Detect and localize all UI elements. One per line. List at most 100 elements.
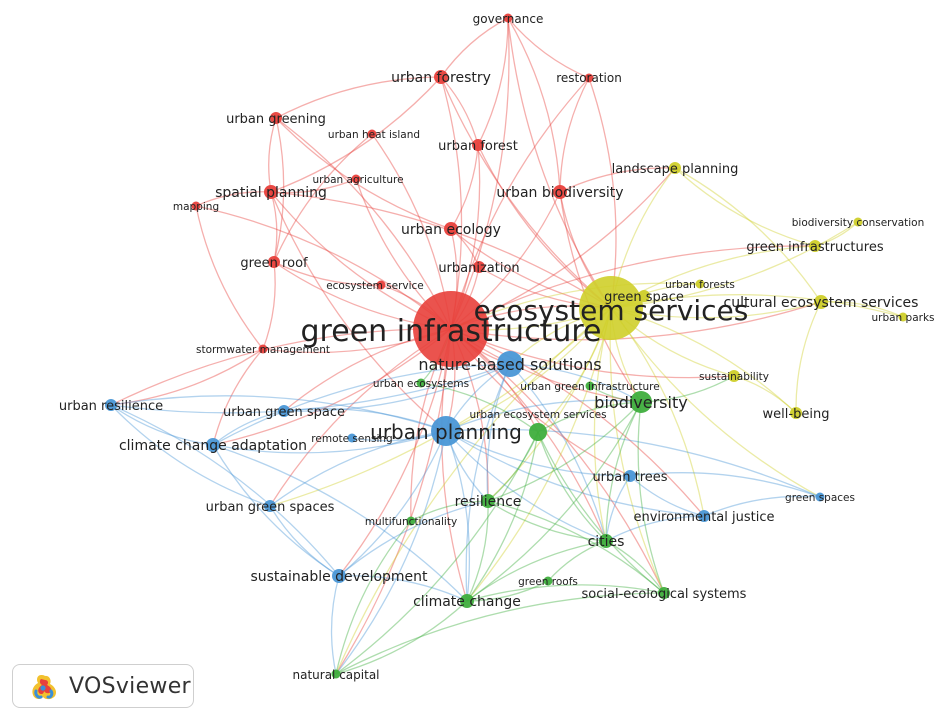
node-governance[interactable] [503, 13, 513, 23]
node-social-ecological-systems[interactable] [658, 587, 670, 599]
node-environmental-justice[interactable] [698, 510, 710, 522]
node-ecosystem-service[interactable] [376, 280, 386, 290]
node-sustainability[interactable] [728, 370, 740, 382]
link-sustainable_development-natural_capital [330, 575, 340, 675]
node-urban-heat-island[interactable] [367, 129, 377, 139]
node-mapping[interactable] [191, 201, 201, 211]
node-urban-ecology[interactable] [444, 222, 458, 236]
vosviewer-logo-icon [32, 675, 57, 700]
node-sustainable-development[interactable] [332, 569, 346, 583]
link-urban_ecosystem_services-cities [537, 431, 607, 542]
link-urban_trees-green_spaces [629, 472, 821, 498]
label-urban-ecology: urban ecology [401, 222, 501, 238]
node-green-spaces[interactable] [815, 492, 825, 502]
label-urban-heat-island: urban heat island [328, 129, 420, 141]
node-urban-green-infrastructure[interactable] [585, 381, 595, 391]
label-natural-capital: natural capital [293, 668, 380, 682]
link-nature_based_solutions-cities [509, 363, 607, 542]
link-climate_change-natural_capital [335, 600, 468, 675]
node-urban-forest[interactable] [472, 139, 484, 151]
node-remote-sensing[interactable] [347, 433, 357, 443]
link-urban_ecosystem_services-social_ecological_systems [537, 431, 665, 594]
node-urban-trees[interactable] [624, 470, 636, 482]
label-green-infrastructures: green infrastructures [746, 240, 883, 255]
node-landscape-planning[interactable] [669, 162, 681, 174]
node-urban-resilience[interactable] [105, 399, 117, 411]
node-green-infrastructure[interactable] [413, 291, 489, 367]
node-spatial-planning[interactable] [264, 185, 278, 199]
link-natural_capital-social_ecological_systems [335, 592, 665, 675]
node-nature-based-solutions[interactable] [497, 351, 523, 377]
link-nature_based_solutions-resilience [486, 363, 511, 502]
node-urban-forests[interactable] [695, 279, 705, 289]
label-stormwater-management: stormwater management [196, 344, 330, 356]
link-nature_based_solutions-urban_green_space [283, 363, 511, 412]
label-urban-forestry: urban forestry [391, 70, 491, 86]
node-well-being[interactable] [790, 407, 802, 419]
node-urban-ecosystems[interactable] [416, 378, 426, 388]
label-landscape-planning: landscape planning [612, 162, 739, 177]
label-ecosystem-service: ecosystem service [326, 280, 424, 292]
label-spatial-planning: spatial planning [215, 185, 327, 201]
label-urban-green-space: urban green space [223, 405, 345, 420]
link-ecosystem_services-climate_change [466, 307, 612, 602]
link-urban_planning-environmental_justice [445, 430, 705, 517]
link-sustainability-well_being [733, 375, 797, 414]
link-urban_planning-urban_resilience [110, 395, 447, 432]
node-urban-planning[interactable] [431, 416, 461, 446]
label-urban-agriculture: urban agriculture [312, 174, 403, 186]
link-ecosystem_services-urban_parks [610, 294, 904, 318]
link-green_infrastructure-social_ecological_systems [450, 328, 665, 594]
node-climate-change[interactable] [460, 594, 474, 608]
link-mapping-stormwater_management [195, 205, 264, 350]
node-urbanization[interactable] [473, 261, 485, 273]
node-stormwater-management[interactable] [258, 344, 268, 354]
link-urban_planning-urban_green_space [283, 408, 447, 432]
link-sustainable_development-climate_change [338, 575, 468, 602]
link-resilience-cities [487, 500, 607, 542]
link-biodiversity-urban_ecosystem_services [537, 401, 642, 433]
link-governance-ecosystem_services [507, 17, 612, 309]
node-natural-capital[interactable] [331, 669, 341, 679]
node-green-roofs[interactable] [543, 576, 553, 586]
label-well-being: well-being [763, 407, 830, 422]
link-biodiversity-cities [605, 401, 642, 542]
link-biodiversity-climate_change [466, 401, 642, 602]
link-layer [110, 17, 904, 675]
node-cultural-ecosystem-services[interactable] [814, 295, 828, 309]
node-urban-forestry[interactable] [434, 70, 448, 84]
vosviewer-badge[interactable]: VOSviewer [12, 664, 194, 708]
node-cities[interactable] [599, 534, 613, 548]
node-urban-green-spaces[interactable] [264, 500, 276, 512]
node-biodiversity[interactable] [630, 391, 652, 413]
node-climate-change-adaptation[interactable] [206, 438, 220, 452]
link-resilience-social_ecological_systems [487, 500, 665, 594]
link-urban_planning-climate_change_adaptation [212, 430, 447, 454]
link-urban_ecosystem_services-climate_change [466, 431, 539, 602]
link-landscape_planning-cultural_ecosystem_services [674, 167, 822, 303]
link-urban_planning-climate_change [445, 430, 471, 602]
link-urban_forestry-spatial_planning [270, 76, 442, 193]
node-ecosystem-services[interactable] [579, 276, 643, 340]
node-urban-biodiversity[interactable] [553, 185, 567, 199]
node-urban-ecosystem-services[interactable] [529, 423, 547, 441]
node-restoration[interactable] [584, 73, 594, 83]
link-urban_forestry-urban_greening [275, 76, 442, 119]
label-restoration: restoration [556, 71, 622, 85]
label-green-space: green space [604, 290, 684, 305]
node-urban-parks[interactable] [898, 312, 908, 322]
node-biodiversity-conservation[interactable] [853, 217, 863, 227]
node-urban-greening[interactable] [270, 112, 282, 124]
link-climate_change_adaptation-climate_change [212, 444, 468, 602]
node-green-roof[interactable] [268, 256, 280, 268]
link-biodiversity-social_ecological_systems [637, 401, 665, 594]
label-mapping: mapping [173, 201, 219, 213]
node-urban-agriculture[interactable] [351, 174, 361, 184]
link-climate_change_adaptation-urban_green_space [212, 410, 285, 446]
vosviewer-brand-name: VOSviewer [69, 673, 191, 699]
node-green-infrastructures[interactable] [809, 240, 821, 252]
node-multifunctionality[interactable] [406, 516, 416, 526]
node-resilience[interactable] [481, 494, 495, 508]
node-urban-green-space[interactable] [278, 405, 290, 417]
